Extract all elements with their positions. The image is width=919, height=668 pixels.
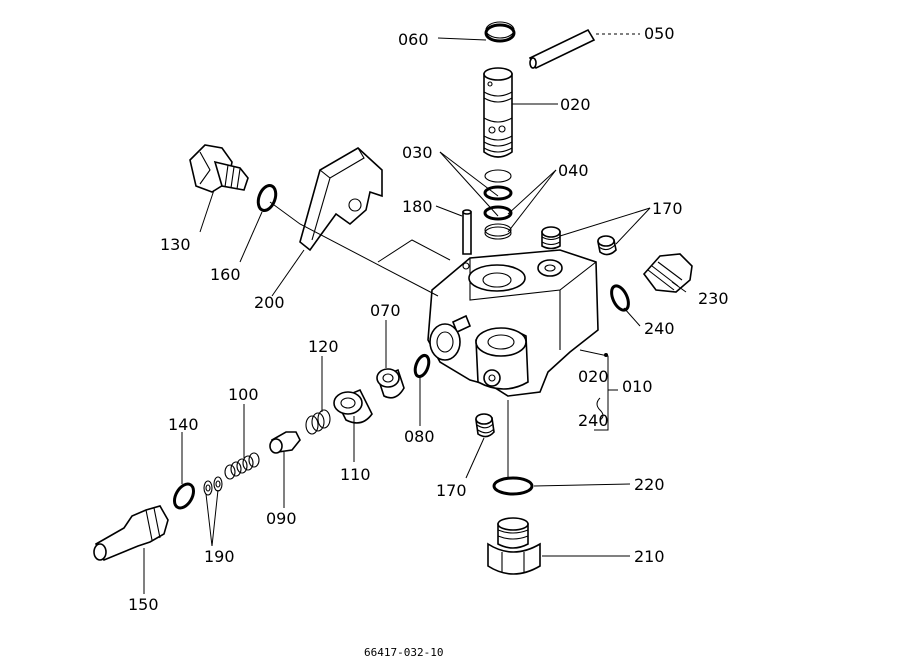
part-140-o-ring[interactable]: [171, 481, 198, 512]
callout-070: 070: [370, 301, 401, 320]
callout-160: 160: [210, 265, 241, 284]
part-050-pin[interactable]: [528, 28, 596, 70]
part-130-plug[interactable]: [189, 144, 249, 193]
callout-150: 150: [128, 595, 159, 614]
callout-170-top: 170: [652, 199, 683, 218]
callout-090: 090: [266, 509, 297, 528]
callout-230: 230: [698, 289, 729, 308]
callout-210: 210: [634, 547, 665, 566]
part-180-dowel-pin[interactable]: [462, 209, 472, 255]
callout-240-group: 240: [578, 411, 609, 430]
part-030-backup-ring-lower[interactable]: [484, 223, 512, 240]
callout-050: 050: [644, 24, 675, 43]
part-150-fitting[interactable]: [93, 505, 169, 562]
callout-180: 180: [402, 197, 433, 216]
callout-100: 100: [228, 385, 259, 404]
callout-120: 120: [308, 337, 339, 356]
part-170-set-screw-top-right[interactable]: [597, 235, 617, 256]
part-040-o-ring-upper[interactable]: [483, 185, 513, 201]
callout-labels: 060 050 020 030 040 180 170 130 160 200 …: [128, 24, 729, 659]
callout-110: 110: [340, 465, 371, 484]
callout-010: 010: [622, 377, 653, 396]
part-100-spring[interactable]: [224, 452, 260, 480]
part-170-set-screw-top-left[interactable]: [541, 226, 561, 250]
callout-200: 200: [254, 293, 285, 312]
callout-080: 080: [404, 427, 435, 446]
part-190-shim-b[interactable]: [213, 476, 223, 492]
part-020-spool[interactable]: [483, 67, 513, 158]
part-170-set-screw-bottom[interactable]: [475, 413, 495, 438]
part-200-lever-bracket[interactable]: [299, 147, 383, 252]
figure-code: 66417-032-10: [364, 646, 443, 659]
callout-060: 060: [398, 30, 429, 49]
part-110-sleeve[interactable]: [333, 388, 373, 424]
callout-020-spool: 020: [560, 95, 591, 114]
callout-240-right: 240: [644, 319, 675, 338]
callout-020-group: 020: [578, 367, 609, 386]
part-240-o-ring[interactable]: [608, 283, 632, 312]
part-230-plug[interactable]: [642, 253, 693, 293]
callout-220: 220: [634, 475, 665, 494]
part-040-o-ring-lower[interactable]: [483, 205, 513, 221]
part-090-poppet[interactable]: [269, 431, 301, 454]
callout-040: 040: [558, 161, 589, 180]
part-070-spring-seat[interactable]: [376, 368, 405, 399]
callout-140: 140: [168, 415, 199, 434]
part-030-backup-ring-upper[interactable]: [484, 169, 512, 183]
part-190-shim-a[interactable]: [203, 480, 213, 496]
callout-170-bottom: 170: [436, 481, 467, 500]
part-060-snap-ring[interactable]: [484, 21, 516, 43]
part-210-plug[interactable]: [487, 517, 541, 575]
part-010-valve-body[interactable]: [427, 249, 599, 397]
callout-030: 030: [402, 143, 433, 162]
leader-lines: [143, 33, 687, 594]
callout-130: 130: [160, 235, 191, 254]
part-160-o-ring[interactable]: [255, 183, 279, 213]
part-220-o-ring[interactable]: [492, 476, 534, 496]
callout-190: 190: [204, 547, 235, 566]
part-120-spring[interactable]: [305, 409, 331, 435]
part-080-o-ring[interactable]: [413, 353, 432, 379]
